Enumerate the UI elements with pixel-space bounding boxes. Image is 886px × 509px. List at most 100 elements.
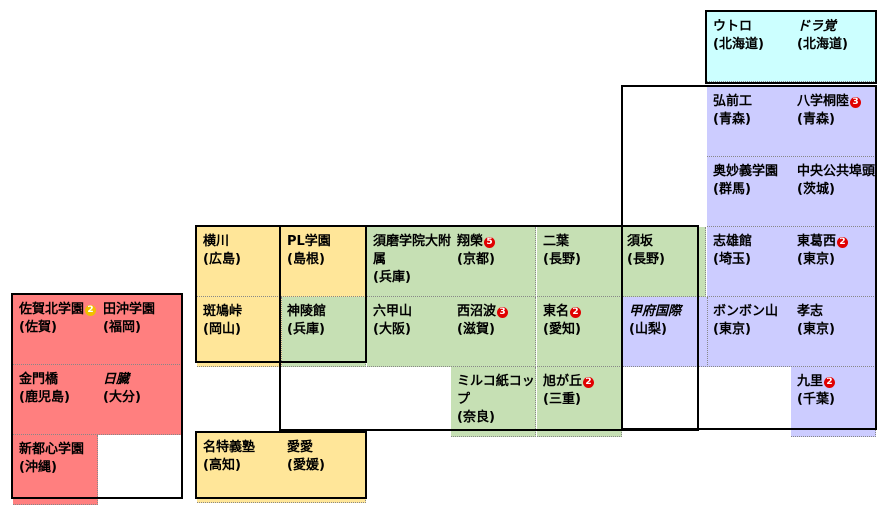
school-name: PL学園 — [287, 234, 331, 249]
appearance-count-badge: 2 — [85, 305, 97, 316]
region-kyushu — [11, 293, 183, 499]
prefecture-label: (沖縄) — [19, 460, 57, 475]
school-cell-hiden: 日臓 (大分) — [97, 365, 182, 435]
prefecture-label: (兵庫) — [373, 270, 411, 285]
school-name: 斑鳩峠 — [203, 304, 243, 319]
school-name: 名特義塾 — [203, 440, 256, 455]
appearance-count-badge: 5 — [484, 237, 496, 248]
prefecture-label: (高知) — [203, 458, 241, 473]
prefecture-label: (北海道) — [713, 37, 764, 52]
school-name: 弘前工 — [713, 94, 753, 109]
school-cell-taoki: 田沖学園 (福岡) — [97, 295, 182, 365]
school-cell-bonbon: ボンボン山 (東京) — [707, 297, 792, 367]
prefecture-label: (愛知) — [543, 322, 581, 337]
school-cell-utoro: ウトロ (北海道) — [707, 12, 792, 82]
prefecture-label: (東京) — [713, 322, 751, 337]
school-name: 志雄館 — [713, 234, 753, 249]
prefecture-label: (島根) — [287, 252, 325, 267]
prefecture-label: (広島) — [203, 252, 241, 267]
prefecture-label: (北海道) — [797, 37, 848, 52]
school-name: ボンボン山 — [713, 304, 779, 319]
school-cell-koshi: 孝志 (東京) — [791, 297, 876, 367]
prefecture-label: (福岡) — [103, 320, 141, 335]
school-cell-rokko: 六甲山 (大阪) — [367, 297, 452, 367]
school-cell-futaba: 二葉(長野) — [537, 227, 622, 297]
school-cell-shiyuu: 志雄館 (埼玉) — [707, 227, 792, 297]
prefecture-label: (東京) — [797, 322, 835, 337]
school-cell-madarashima: 斑鳩峠 (岡山) — [197, 297, 282, 367]
school-name: 新都心学園 — [19, 442, 85, 457]
school-name: ミルコ紙コップ — [457, 374, 535, 407]
school-name: 孝志 — [797, 304, 824, 319]
appearance-count-badge: 3 — [850, 97, 862, 108]
region-chugoku — [195, 225, 367, 363]
school-name: ドラ覚 — [797, 19, 837, 34]
prefecture-label: (大分) — [103, 390, 141, 405]
school-name: 愛愛 — [287, 440, 314, 455]
prefecture-label: (青森) — [713, 112, 751, 127]
school-name: 横川 — [203, 234, 230, 249]
school-cell-okumyo: 奥妙義学園 (群馬) — [707, 157, 792, 227]
school-name: 須坂 — [627, 234, 654, 249]
prefecture-label: (東京) — [797, 252, 835, 267]
prefecture-label: (長野) — [627, 252, 665, 267]
school-cell-suma: 須磨学院大附属 (兵庫) — [367, 227, 452, 297]
prefecture-label: (群馬) — [713, 182, 751, 197]
region-kinki-chubu — [279, 225, 699, 431]
prefecture-label: (兵庫) — [287, 322, 325, 337]
prefecture-label: (茨城) — [797, 182, 835, 197]
school-name: 二葉 — [543, 234, 570, 249]
prefecture-label: (愛媛) — [287, 458, 325, 473]
region-hokkaido — [705, 10, 877, 84]
appearance-count-badge: 2 — [824, 377, 836, 388]
appearance-count-badge: 2 — [570, 307, 582, 318]
appearance-count-badge: 2 — [583, 377, 595, 388]
prefecture-label: (埼玉) — [713, 252, 751, 267]
school-name: 奥妙義学園 — [713, 164, 779, 179]
prefecture-label: (滋賀) — [457, 322, 495, 337]
school-name: ウトロ — [713, 19, 753, 34]
school-name: 神陵館 — [287, 304, 327, 319]
school-name: 甲府国際 — [629, 304, 682, 319]
prefecture-label: (山梨) — [629, 322, 667, 337]
school-name: 田沖学園 — [103, 302, 156, 317]
region-kanto-tohoku — [621, 85, 877, 430]
prefecture-label: (三重) — [543, 392, 581, 407]
school-name: 六甲山 — [373, 304, 413, 319]
school-cell-yokokawa: 横川 (広島) — [197, 227, 282, 297]
school-name: 須磨学院大附属 — [373, 234, 452, 267]
prefecture-label: (鹿児島) — [19, 390, 70, 405]
school-cell-shintoshin: 新都心学園 (沖縄) — [13, 435, 98, 505]
prefecture-label: (京都) — [457, 252, 495, 267]
school-cell-aiai: 愛愛 (愛媛) — [281, 433, 366, 503]
appearance-count-badge: 3 — [497, 307, 509, 318]
region-shikoku — [195, 431, 367, 499]
prefecture-label: (千葉) — [797, 392, 835, 407]
school-cell-plgakuen: PL学園 (島根) — [281, 227, 366, 297]
school-cell-hirosakiko: 弘前工 (青森) — [707, 87, 792, 157]
prefecture-label: (青森) — [797, 112, 835, 127]
prefecture-label: (岡山) — [203, 322, 241, 337]
prefecture-label: (奈良) — [457, 410, 495, 425]
school-cell-kofu: 甲府国際 (山梨) — [623, 297, 708, 367]
appearance-count-badge: 2 — [837, 237, 849, 248]
prefecture-label: (大阪) — [373, 322, 411, 337]
school-name: 中央公共埠頭 — [797, 164, 876, 179]
school-cell-meitoku: 名特義塾 (高知) — [197, 433, 282, 503]
school-name: 日臓 — [103, 372, 130, 387]
school-cell-shinryo: 神陵館 (兵庫) — [281, 297, 366, 367]
school-name: 金門橋 — [19, 372, 59, 387]
